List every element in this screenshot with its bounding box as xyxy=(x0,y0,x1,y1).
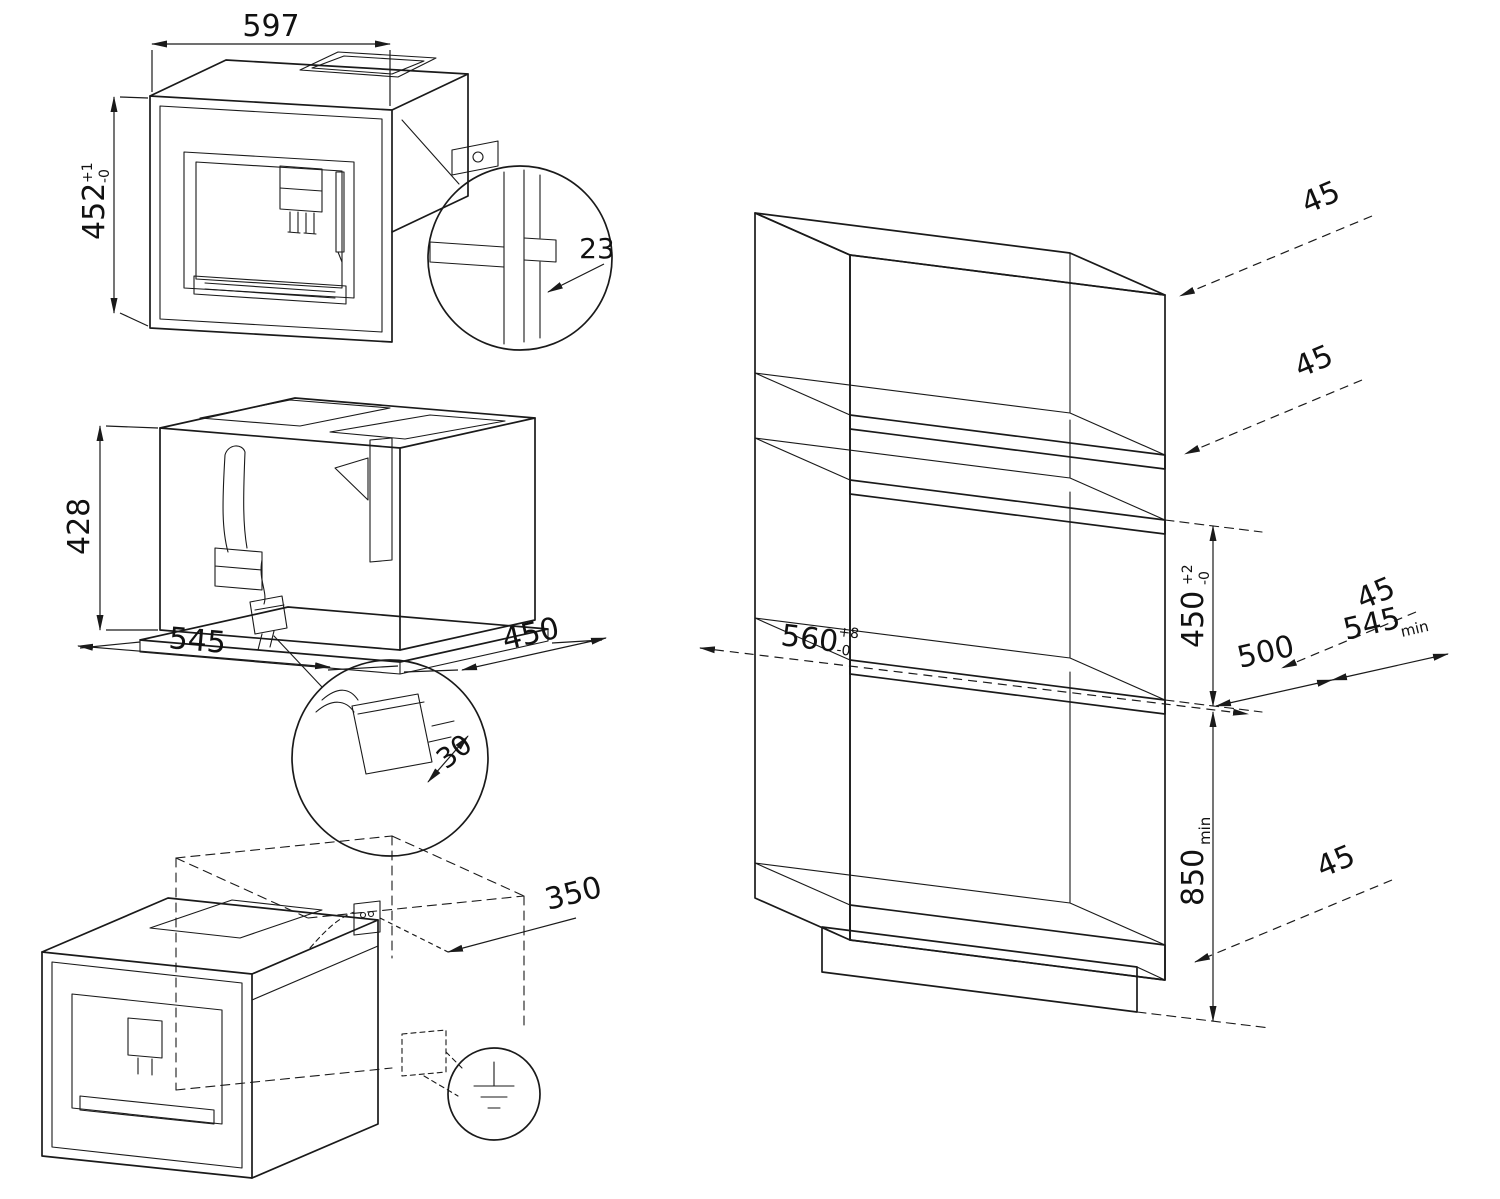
dim-niche-height-tol-plus: +2 xyxy=(1180,564,1196,585)
dim-niche-height-tol-minus: -0 xyxy=(1197,571,1213,585)
power-plug xyxy=(315,689,455,775)
clearance-annotations: 45 45 45 45 xyxy=(1179,174,1417,963)
front-view-drawing xyxy=(149,51,499,343)
niche-height-dimension: 450 +2 -0 xyxy=(1176,525,1217,707)
dim-niche-width: 560 xyxy=(779,618,840,660)
dim-clearance-top: 45 xyxy=(1296,174,1345,221)
dim-edge-detail: 23 xyxy=(579,232,615,265)
dim-clearance-bottom: 45 xyxy=(1311,838,1360,885)
dim-front-height-tol-minus: -0 xyxy=(97,169,113,183)
dim-niche-width-tol-minus: -0 xyxy=(836,642,852,660)
edge-detail-circle: 23 xyxy=(427,165,615,351)
dim-rear-depth: 450 xyxy=(499,611,563,658)
plug-detail-circle: 30 xyxy=(291,659,489,857)
dim-front-height: 452 xyxy=(77,183,112,240)
earth-ground-icon xyxy=(473,1061,515,1109)
dim-depth-to-socket: 500 xyxy=(1234,629,1298,676)
dim-socket-distance: 350 xyxy=(541,870,605,918)
installation-view-drawing xyxy=(41,835,525,1179)
dim-niche-width-tol-plus: +8 xyxy=(838,624,860,642)
front-width-dimension: 597 xyxy=(151,9,391,106)
ground-detail-circle xyxy=(447,1047,541,1141)
dim-rear-height: 428 xyxy=(62,498,97,555)
dim-plug-width: 30 xyxy=(430,728,478,776)
niche-width-dimension: 560 +8 -0 xyxy=(699,618,1249,716)
dim-front-height-tol-plus: +1 xyxy=(80,162,96,183)
dim-floor-height: 850 xyxy=(1176,849,1211,906)
depth-dimensions: 500 545 min xyxy=(1215,601,1449,707)
dim-niche-height: 450 xyxy=(1176,591,1211,648)
dim-niche-depth-min: min xyxy=(1399,617,1431,641)
dim-floor-height-min: min xyxy=(1196,817,1214,845)
rear-height-dimension: 428 xyxy=(62,425,159,631)
power-socket xyxy=(353,900,381,936)
dim-rear-width: 545 xyxy=(167,621,227,661)
front-height-dimension: 452 +1 -0 xyxy=(77,96,149,327)
dim-front-width: 597 xyxy=(242,9,299,44)
dim-clearance-upper: 45 xyxy=(1289,338,1338,385)
rear-width-dimension: 545 xyxy=(77,621,399,671)
floor-height-dimension: 850 min xyxy=(1176,711,1217,1022)
